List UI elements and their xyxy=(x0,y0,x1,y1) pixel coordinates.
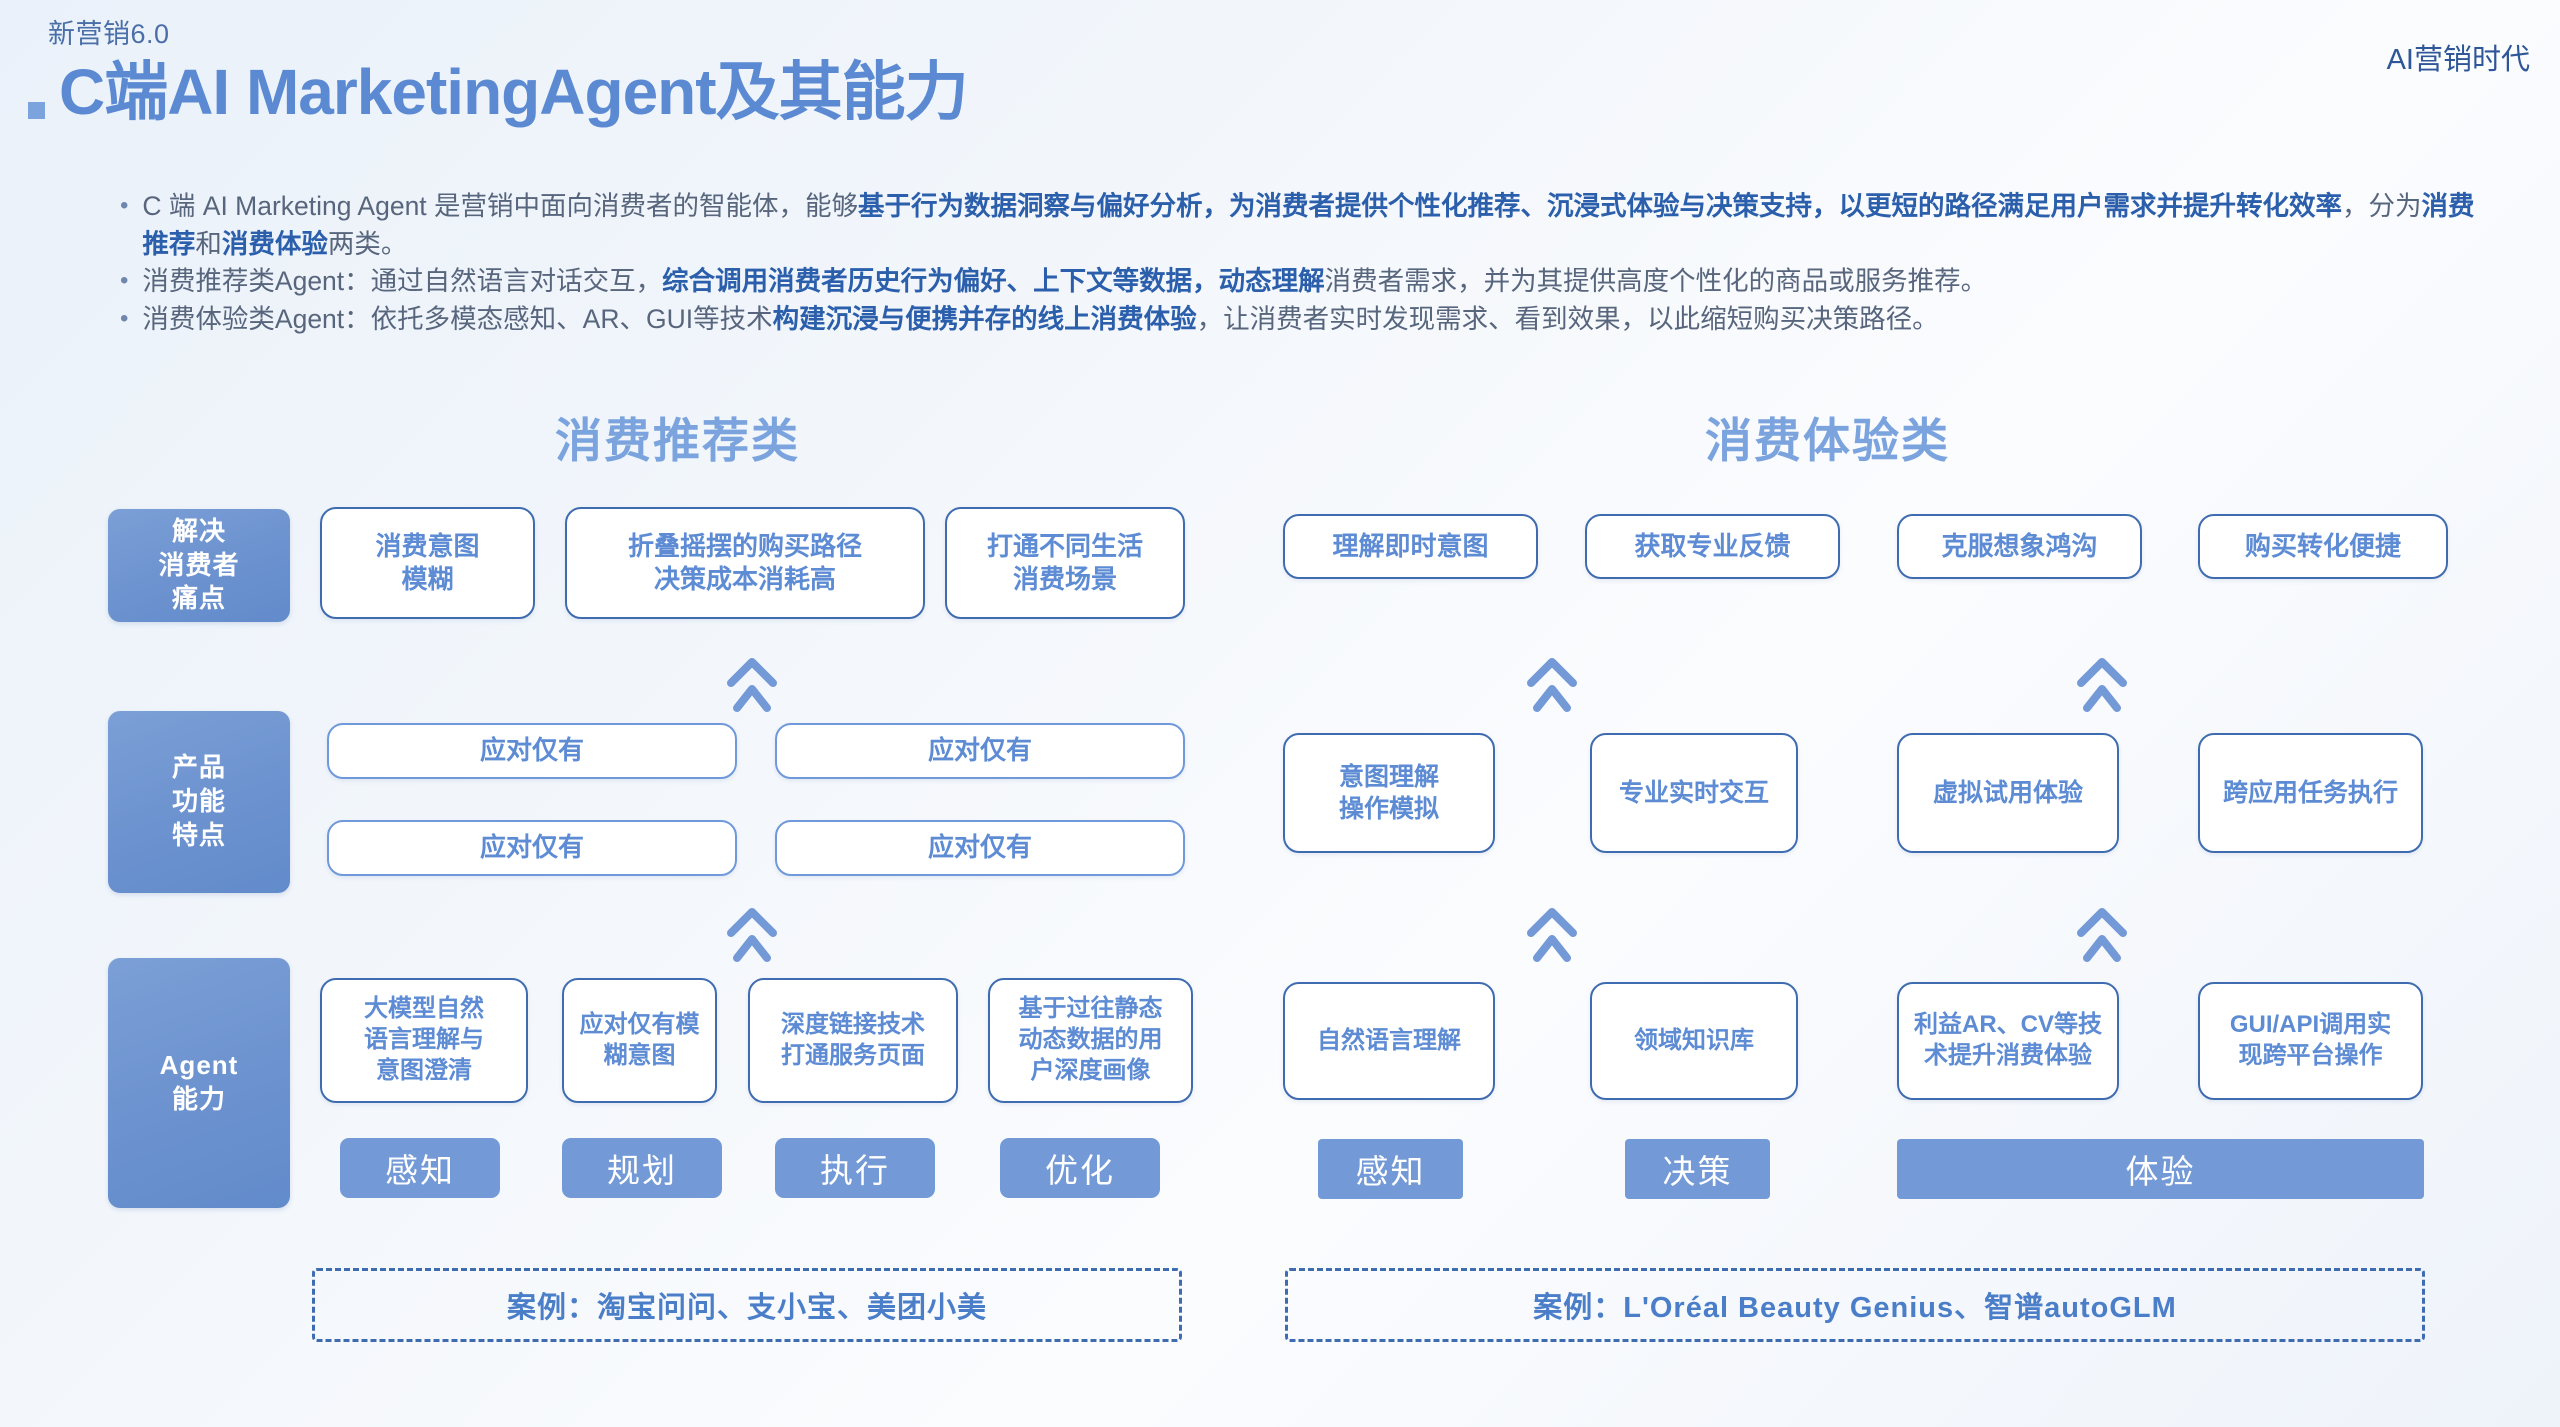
bullet-emphasis: 综合调用消费者历史行为偏好、上下文等数据，动态理解 xyxy=(662,266,1325,297)
case-box-right: 案例：L'Oréal Beauty Genius、智谱autoGLM xyxy=(1285,1268,2425,1342)
corner-brand-label: AI营销时代 xyxy=(2386,44,2530,76)
bullet-plain: 两类。 xyxy=(327,228,408,259)
bullet-list: • C 端 AI Marketing Agent 是营销中面向消费者的智能体，能够… xyxy=(120,188,2500,339)
card-ability-left-2: 深度链接技术打通服务页面 xyxy=(748,978,958,1103)
chevron-up-double-icon xyxy=(2077,658,2127,712)
row-label-features: 产品功能特点 xyxy=(108,711,290,893)
bullet-emphasis: 构建沉浸与便携并存的线上消费体验 xyxy=(772,303,1197,334)
card-feature-right-3: 跨应用任务执行 xyxy=(2198,733,2423,853)
bullet-item: • C 端 AI Marketing Agent 是营销中面向消费者的智能体，能够… xyxy=(120,188,2500,263)
bullet-dot-icon: • xyxy=(120,192,129,219)
page-title: C端AI MarketingAgent及其能力 xyxy=(59,56,969,128)
row-label-painpoints: 解决消费者痛点 xyxy=(108,509,290,622)
card-ability-left-3: 基于过往静态动态数据的用户深度画像 xyxy=(988,978,1193,1103)
stage-chip-left-2: 执行 xyxy=(775,1138,935,1198)
chevron-up-double-icon xyxy=(1527,658,1577,712)
card-feature-left-1: 应对仅有 xyxy=(775,723,1185,779)
bullet-text: 消费推荐类Agent：通过自然语言对话交互，综合调用消费者历史行为偏好、上下文等… xyxy=(142,263,2500,301)
card-feature-right-1: 专业实时交互 xyxy=(1590,733,1798,853)
card-painpoint-right-2: 克服想象鸿沟 xyxy=(1897,514,2142,579)
card-ability-right-3: GUI/API调用实现跨平台操作 xyxy=(2198,982,2423,1100)
bullet-dot-icon: • xyxy=(120,267,129,295)
card-painpoint-left-2: 打通不同生活消费场景 xyxy=(945,507,1185,619)
page-title-row: C端AI MarketingAgent及其能力 xyxy=(28,56,969,128)
stage-chip-right-0: 感知 xyxy=(1318,1139,1463,1199)
bullet-plain: 和 xyxy=(195,228,222,259)
bullet-text: C 端 AI Marketing Agent 是营销中面向消费者的智能体，能够基… xyxy=(142,188,2500,263)
card-feature-left-3: 应对仅有 xyxy=(775,820,1185,876)
bullet-item: • 消费推荐类Agent：通过自然语言对话交互，综合调用消费者历史行为偏好、上下文… xyxy=(120,263,2500,301)
stage-chip-right-1: 决策 xyxy=(1625,1139,1770,1199)
bullet-emphasis: 消费推荐 xyxy=(142,191,2475,259)
bullet-dot-icon: • xyxy=(120,304,129,332)
card-feature-left-2: 应对仅有 xyxy=(327,820,737,876)
bullet-plain: ，分为 xyxy=(2342,191,2422,221)
chevron-up-double-icon xyxy=(1527,908,1577,962)
stage-chip-right-2: 体验 xyxy=(1897,1139,2424,1199)
bullet-plain: 消费推荐类Agent：通过自然语言对话交互， xyxy=(142,266,663,297)
bullet-plain: 消费体验类Agent：依托多模态感知、AR、GUI等技术 xyxy=(142,303,773,334)
card-ability-right-0: 自然语言理解 xyxy=(1283,982,1495,1100)
case-box-left: 案例：淘宝问问、支小宝、美团小美 xyxy=(312,1268,1182,1342)
bullet-item: • 消费体验类Agent：依托多模态感知、AR、GUI等技术构建沉浸与便携并存的线… xyxy=(120,301,2500,339)
bullet-plain: C 端 AI Marketing Agent 是营销中面向消费者的智能体，能够 xyxy=(142,191,859,221)
card-painpoint-left-1: 折叠摇摆的购买路径决策成本消耗高 xyxy=(565,507,925,619)
bullet-emphasis: 消费体验 xyxy=(221,228,328,259)
chevron-up-double-icon xyxy=(727,908,777,962)
card-painpoint-right-3: 购买转化便捷 xyxy=(2198,514,2448,579)
card-painpoint-right-0: 理解即时意图 xyxy=(1283,514,1538,579)
section-title-right: 消费体验类 xyxy=(1705,414,1950,467)
chevron-up-double-icon xyxy=(727,658,777,712)
section-title-left: 消费推荐类 xyxy=(555,414,800,467)
card-painpoint-right-1: 获取专业反馈 xyxy=(1585,514,1840,579)
chevron-up-double-icon xyxy=(2077,908,2127,962)
stage-chip-left-3: 优化 xyxy=(1000,1138,1160,1198)
bullet-text: 消费体验类Agent：依托多模态感知、AR、GUI等技术构建沉浸与便携并存的线上… xyxy=(142,301,2500,339)
bullet-plain: ，让消费者实时发现需求、看到效果，以此缩短购买决策路径。 xyxy=(1196,303,1939,334)
card-ability-left-0: 大模型自然语言理解与意图澄清 xyxy=(320,978,528,1103)
kicker-label: 新营销6.0 xyxy=(48,19,170,49)
bullet-emphasis: 基于行为数据洞察与偏好分析，为消费者提供个性化推荐、沉浸式体验与决策支持，以更短… xyxy=(858,191,2343,221)
card-feature-left-0: 应对仅有 xyxy=(327,723,737,779)
square-marker-icon xyxy=(28,101,45,119)
bullet-plain: 消费者需求，并为其提供高度个性化的商品或服务推荐。 xyxy=(1324,266,1988,297)
card-ability-right-1: 领域知识库 xyxy=(1590,982,1798,1100)
stage-chip-left-0: 感知 xyxy=(340,1138,500,1198)
card-painpoint-left-0: 消费意图模糊 xyxy=(320,507,535,619)
card-ability-right-2: 利益AR、CV等技术提升消费体验 xyxy=(1897,982,2119,1100)
card-feature-right-0: 意图理解操作模拟 xyxy=(1283,733,1495,853)
card-ability-left-1: 应对仅有模糊意图 xyxy=(562,978,717,1103)
card-feature-right-2: 虚拟试用体验 xyxy=(1897,733,2119,853)
stage-chip-left-1: 规划 xyxy=(562,1138,722,1198)
